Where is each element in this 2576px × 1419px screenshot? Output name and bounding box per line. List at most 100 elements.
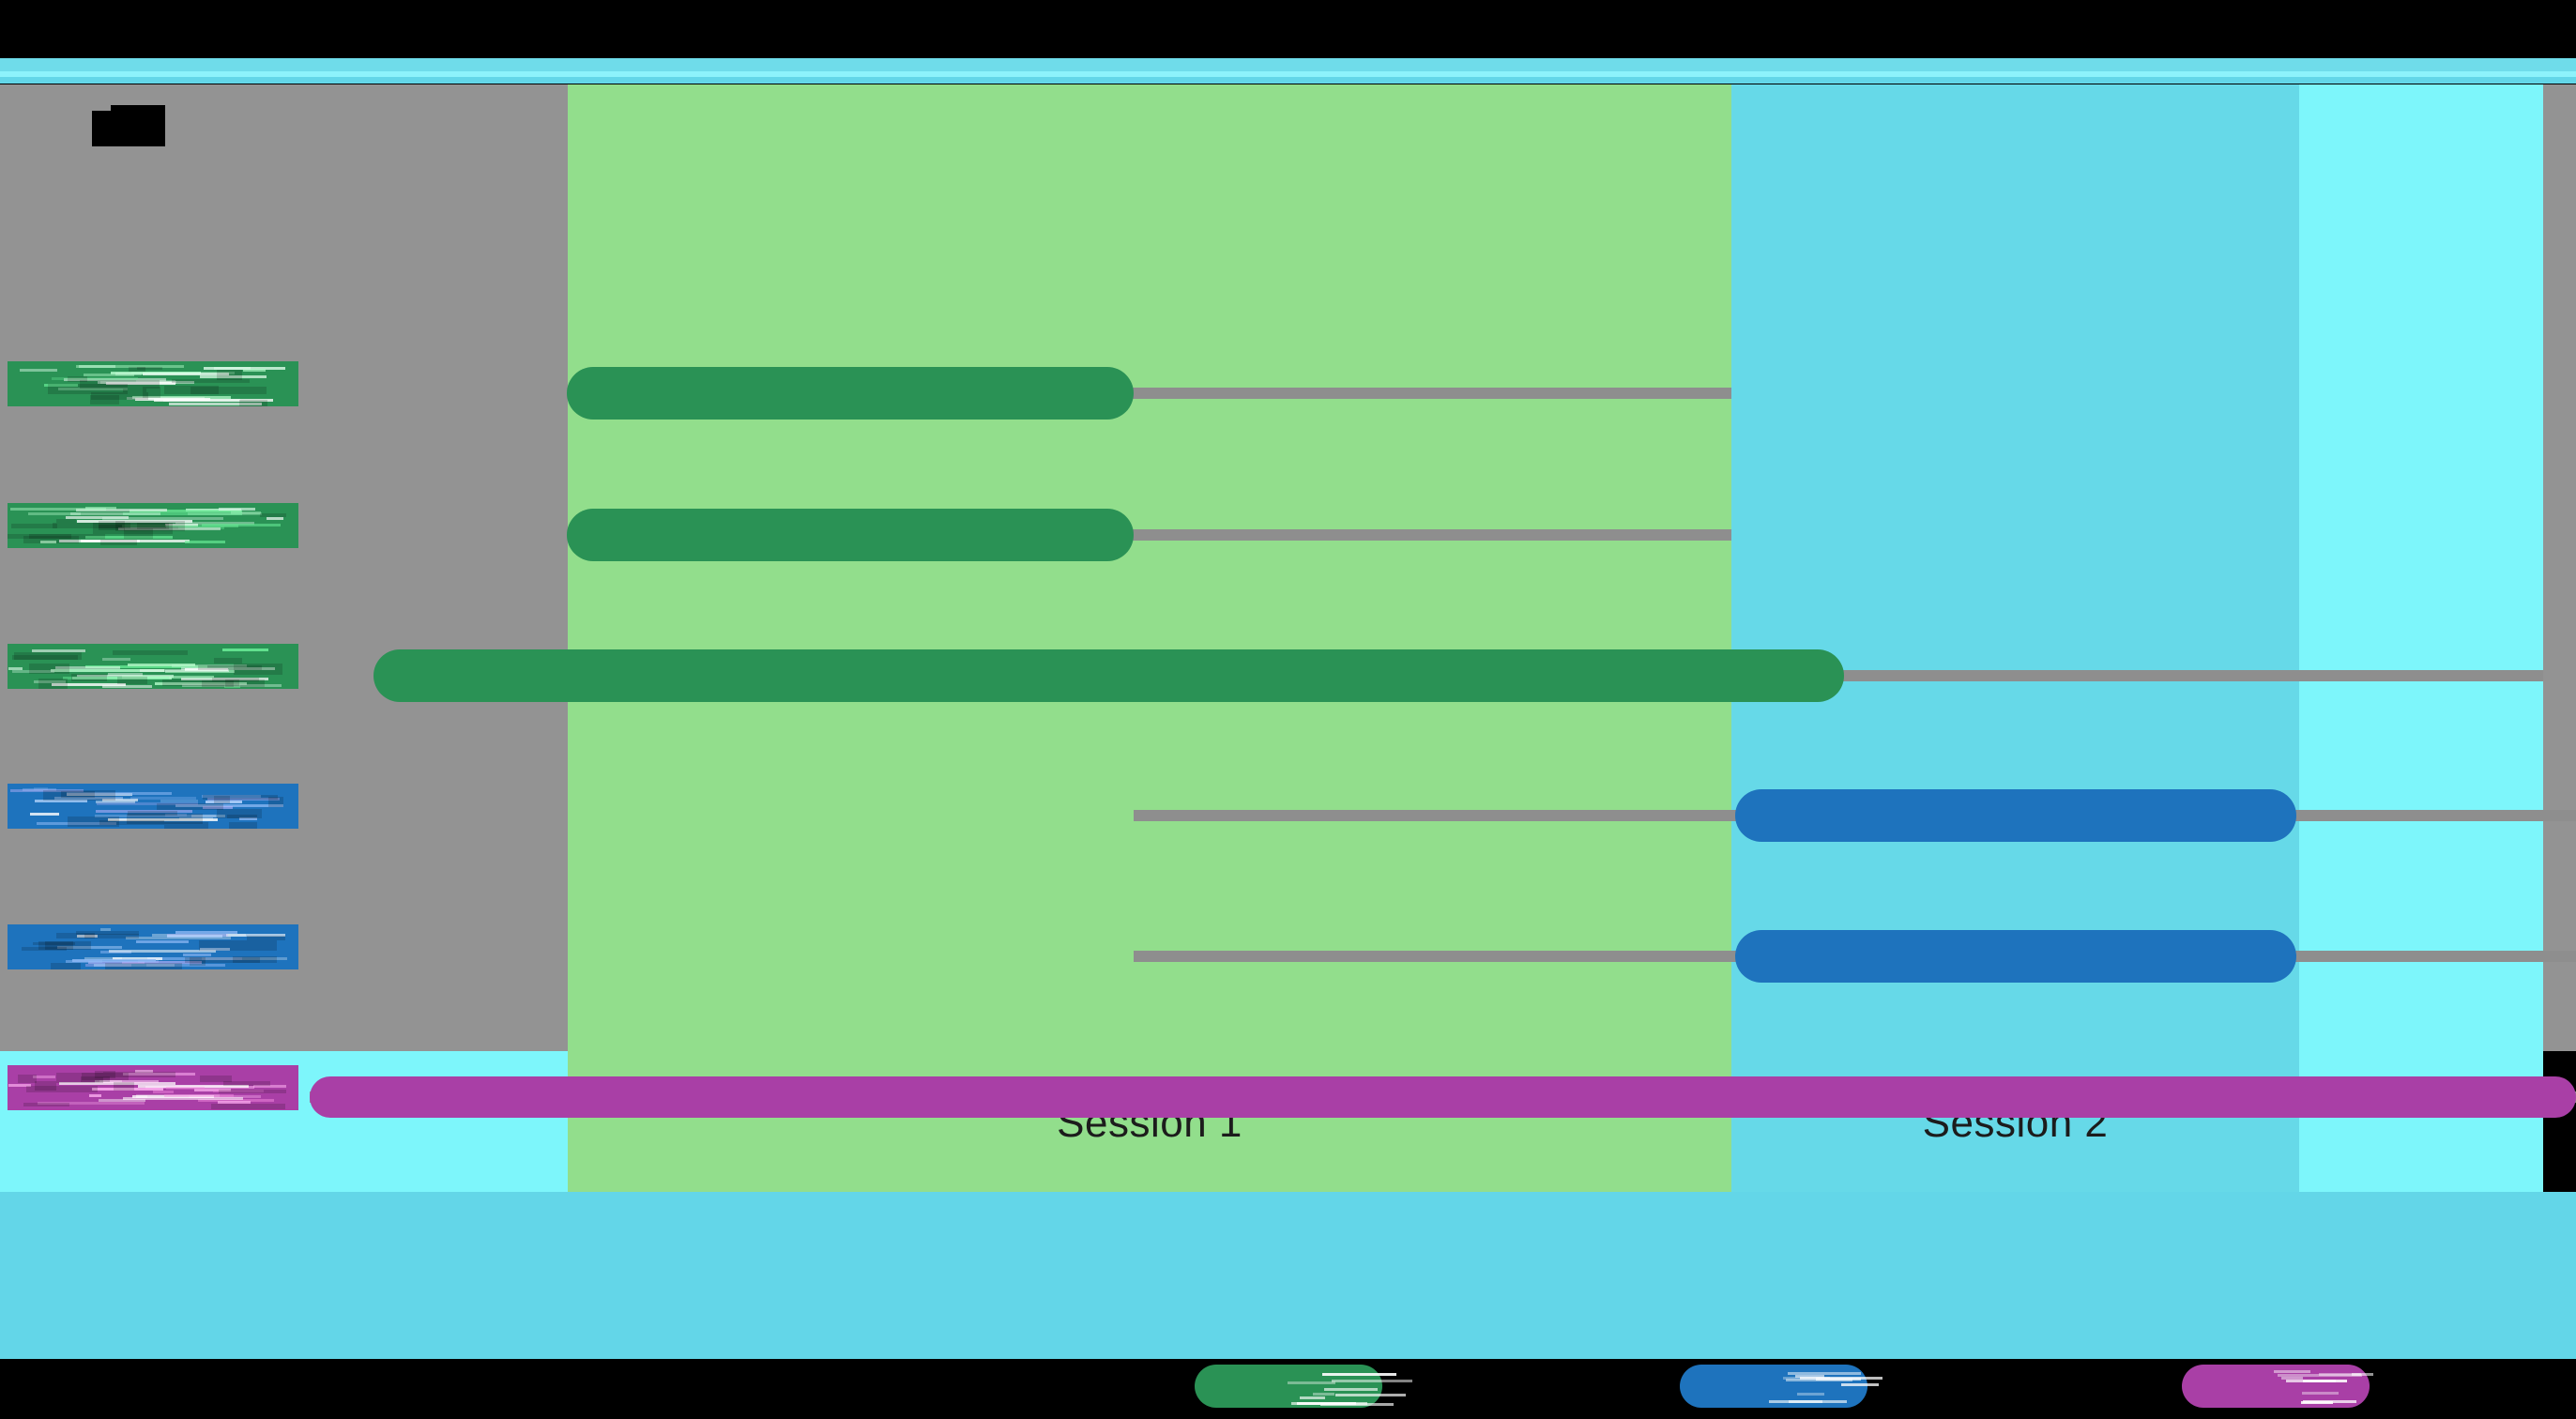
row-label-gutter-extension — [310, 84, 568, 1051]
redaction-smudge — [114, 1082, 134, 1091]
redaction-noise — [1324, 1388, 1377, 1391]
chart-title-redacted-2 — [111, 105, 165, 114]
redaction-noise — [2274, 1370, 2310, 1373]
redaction-smudge — [229, 822, 256, 829]
redaction-smudge — [68, 376, 87, 381]
legend-swatch — [2182, 1365, 2370, 1408]
legend-swatch — [1680, 1365, 1867, 1408]
redaction-noise — [128, 664, 195, 666]
redaction-smudge — [23, 1103, 70, 1106]
task-bar[interactable] — [373, 649, 1844, 702]
redaction-smudge — [157, 803, 223, 810]
redaction-noise — [267, 517, 282, 520]
footer-panel — [0, 1192, 2576, 1359]
redaction-noise — [218, 1101, 251, 1104]
redaction-smudge — [76, 931, 139, 935]
top-rail-secondary — [0, 77, 2576, 84]
row-label-gutter — [0, 84, 310, 1051]
redaction-smudge — [143, 387, 160, 398]
redaction-smudge — [219, 1090, 286, 1093]
task-bar[interactable] — [310, 1076, 2576, 1118]
legend-item[interactable] — [1680, 1365, 1867, 1410]
plot-area: Session 1 Session 2 — [0, 84, 2576, 1192]
row-label-redacted — [8, 361, 298, 406]
session-band-3 — [2299, 84, 2543, 1201]
redaction-smudge — [211, 1104, 285, 1109]
redaction-smudge — [11, 524, 57, 528]
redaction-noise — [1313, 1393, 1334, 1396]
redaction-noise — [8, 667, 23, 670]
legend-item[interactable] — [1195, 1365, 1382, 1410]
task-bar[interactable] — [1735, 930, 2296, 983]
redaction-smudge — [95, 1071, 115, 1078]
redaction-smudge — [198, 665, 262, 670]
session-band-2: Session 2 — [1731, 84, 2299, 1201]
redaction-noise — [222, 648, 268, 651]
redaction-smudge — [214, 796, 230, 803]
redaction-smudge — [51, 963, 81, 969]
redaction-noise — [89, 1094, 100, 1097]
row-label-redacted — [8, 784, 298, 829]
redaction-noise — [70, 512, 160, 515]
redaction-smudge — [45, 941, 73, 951]
redaction-noise — [2303, 1380, 2347, 1382]
redaction-smudge — [68, 816, 119, 827]
redaction-noise — [188, 512, 263, 515]
redaction-noise — [219, 508, 255, 511]
redaction-smudge — [91, 392, 149, 400]
row-label-redacted — [8, 644, 298, 689]
redaction-noise — [2302, 1392, 2339, 1395]
redaction-smudge — [29, 664, 69, 674]
redaction-smudge — [71, 674, 107, 681]
redaction-smudge — [164, 822, 208, 829]
redaction-noise — [1335, 1394, 1406, 1396]
redaction-noise — [1841, 1383, 1879, 1386]
redaction-smudge — [233, 956, 277, 963]
redaction-smudge — [23, 536, 80, 542]
redaction-smudge — [113, 650, 188, 655]
redaction-noise — [123, 1097, 243, 1100]
chart-title-redacted — [92, 111, 165, 146]
redaction-smudge — [105, 963, 181, 969]
redaction-noise — [1300, 1396, 1326, 1399]
redaction-smudge — [117, 677, 147, 684]
redaction-noise — [10, 508, 105, 511]
session-band-1: Session 1 — [568, 84, 1731, 1201]
redaction-smudge — [12, 655, 78, 660]
redaction-noise — [153, 1091, 174, 1093]
redaction-noise — [84, 374, 134, 376]
redaction-noise — [167, 935, 223, 938]
redaction-noise — [1288, 1381, 1335, 1384]
row-label-redacted — [8, 924, 298, 969]
redaction-smudge — [61, 791, 95, 798]
task-bar[interactable] — [1735, 789, 2296, 842]
redaction-noise — [1332, 1380, 1412, 1382]
redaction-smudge — [190, 957, 206, 966]
redaction-smudge — [223, 1081, 270, 1086]
redaction-noise — [20, 369, 57, 372]
task-bar[interactable] — [567, 509, 1134, 561]
redaction-smudge — [199, 940, 278, 951]
right-margin-gutter — [2543, 84, 2576, 1051]
redaction-smudge — [26, 1086, 98, 1092]
redaction-noise — [1769, 1400, 1847, 1403]
redaction-smudge — [214, 658, 241, 664]
redaction-smudge — [129, 367, 145, 372]
task-bar[interactable] — [567, 367, 1134, 420]
redaction-smudge — [18, 1075, 36, 1083]
redaction-smudge — [227, 815, 257, 818]
redaction-smudge — [38, 679, 68, 689]
chart-legend — [0, 1359, 2576, 1419]
row-label-redacted — [8, 1065, 298, 1110]
redaction-noise — [166, 1087, 205, 1090]
redaction-noise — [1322, 1373, 1396, 1376]
legend-item[interactable] — [2182, 1365, 2370, 1410]
redaction-smudge — [172, 379, 250, 383]
redaction-smudge — [212, 678, 258, 682]
redaction-noise — [1797, 1393, 1824, 1396]
row-label-redacted — [8, 503, 298, 548]
redaction-smudge — [247, 936, 285, 940]
redaction-smudge — [93, 523, 173, 534]
redaction-noise — [1800, 1377, 1883, 1380]
redaction-smudge — [100, 540, 138, 545]
